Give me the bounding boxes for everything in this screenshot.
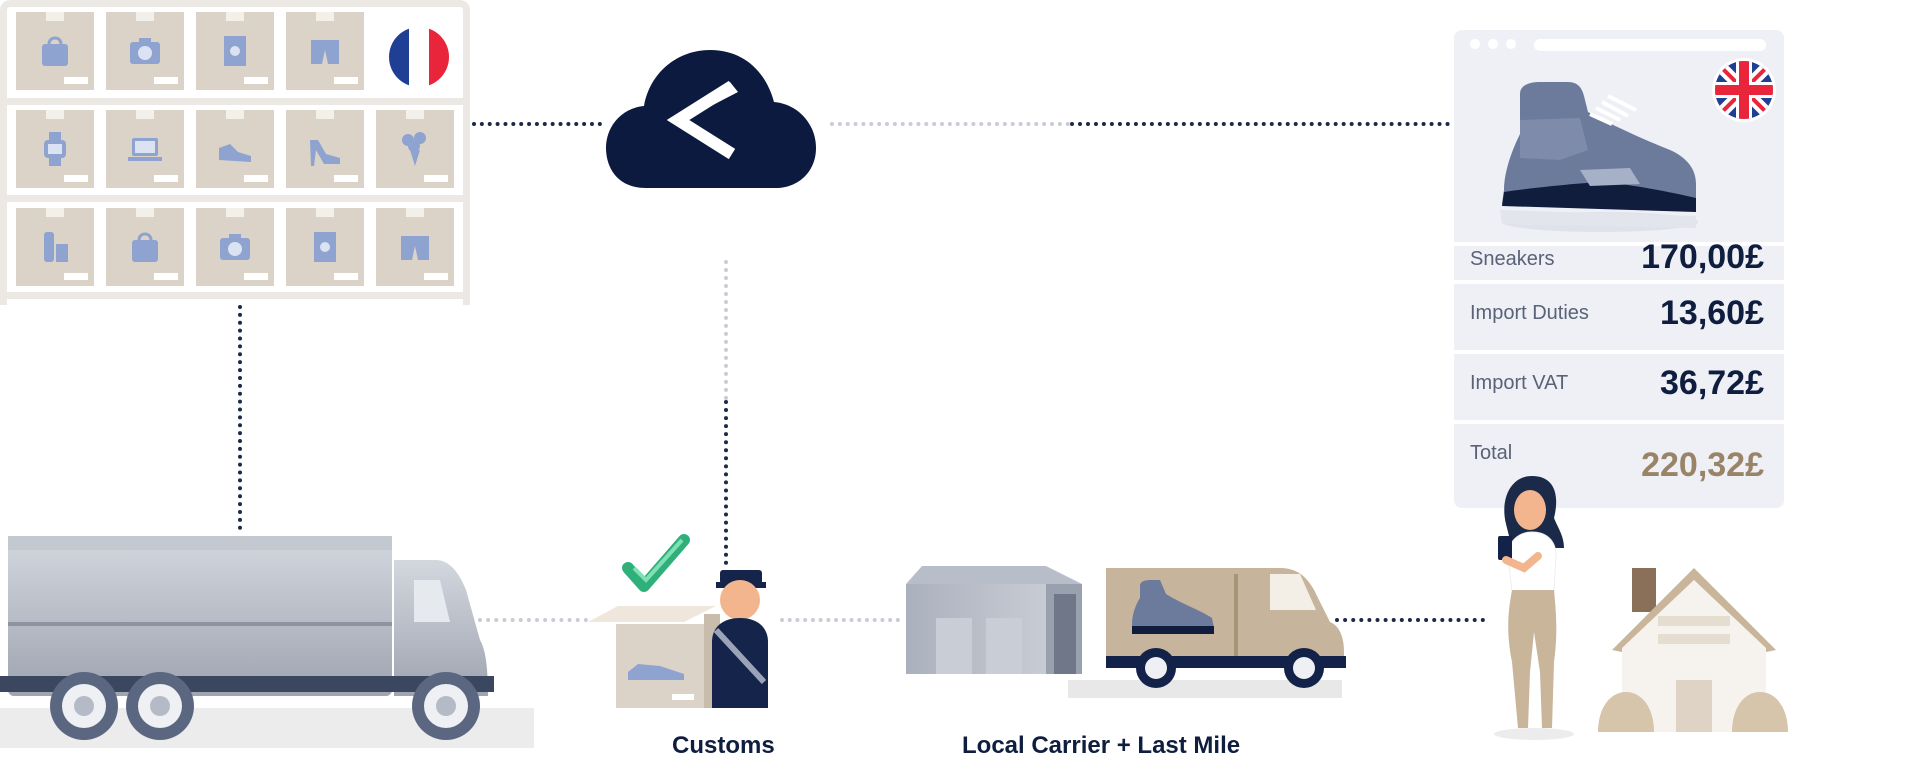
total-value: 220,32£ xyxy=(1641,446,1764,484)
row-label: Import Duties xyxy=(1470,302,1589,324)
shelf-box xyxy=(286,110,364,188)
shelf-box xyxy=(106,110,184,188)
france-flag-icon xyxy=(389,27,449,87)
customs-caption: Customs xyxy=(672,732,775,759)
price-card: Sneakers 170,00£ Import Duties 13,60£ Im… xyxy=(1454,30,1784,508)
camera-icon xyxy=(130,38,160,64)
house-icon xyxy=(1598,568,1788,732)
connector-line xyxy=(238,305,242,530)
book-icon xyxy=(224,36,246,66)
sneaker-icon xyxy=(1500,82,1698,232)
connector-line xyxy=(1335,618,1485,622)
shelf-box xyxy=(106,208,184,286)
price-row-import-duties: Import Duties 13,60£ xyxy=(1454,284,1784,346)
card-window-bar xyxy=(1454,30,1784,52)
shelf-divider xyxy=(7,292,463,299)
laptop-icon xyxy=(128,138,162,161)
shorts-icon xyxy=(401,236,429,260)
local-warehouse-icon xyxy=(906,566,1342,698)
truck-icon xyxy=(0,536,534,748)
shelf-divider xyxy=(7,98,463,105)
shelf-box xyxy=(196,12,274,90)
book-icon xyxy=(314,232,336,262)
shelf-box xyxy=(286,208,364,286)
connector-line xyxy=(1070,122,1450,126)
shelf-divider xyxy=(7,195,463,202)
row-value: 170,00£ xyxy=(1641,238,1764,276)
row-label: Total xyxy=(1470,442,1513,464)
connector-line xyxy=(724,400,728,565)
flowers-icon xyxy=(402,132,426,166)
heel-icon xyxy=(310,140,340,166)
shoe-icon xyxy=(219,144,251,162)
local-carrier-caption: Local Carrier + Last Mile xyxy=(962,732,1241,759)
cloud-platform-icon xyxy=(606,50,816,188)
connector-line xyxy=(724,260,728,400)
customer-woman-icon xyxy=(1494,476,1574,740)
shorts-icon xyxy=(311,40,339,64)
shelf-box xyxy=(106,12,184,90)
row-value: 13,60£ xyxy=(1660,294,1764,332)
row-value: 36,72£ xyxy=(1660,364,1764,402)
watch-icon xyxy=(44,132,66,166)
price-row-import-vat: Import VAT 36,72£ xyxy=(1454,354,1784,416)
shelf-box xyxy=(196,208,274,286)
row-label: Sneakers xyxy=(1470,248,1555,270)
shelf-box xyxy=(16,110,94,188)
delivery-van-icon xyxy=(1106,568,1346,688)
shelf-box xyxy=(196,110,274,188)
shelf-boxes xyxy=(0,0,470,305)
bag-icon xyxy=(42,36,68,66)
connector-line xyxy=(780,618,900,622)
row-label: Import VAT xyxy=(1470,372,1569,394)
connector-line xyxy=(830,122,1070,126)
shelf-box xyxy=(16,12,94,90)
connector-line xyxy=(478,618,588,622)
connector-line xyxy=(472,122,602,126)
shelf-box xyxy=(286,12,364,90)
camera-icon xyxy=(220,234,250,260)
bottle-icon xyxy=(44,232,68,262)
shelf-box xyxy=(16,208,94,286)
shelf-box xyxy=(376,110,454,188)
bag-icon xyxy=(132,232,158,262)
shelf-box xyxy=(376,208,454,286)
customs-icon xyxy=(588,534,768,708)
uk-flag-icon xyxy=(1712,58,1776,122)
